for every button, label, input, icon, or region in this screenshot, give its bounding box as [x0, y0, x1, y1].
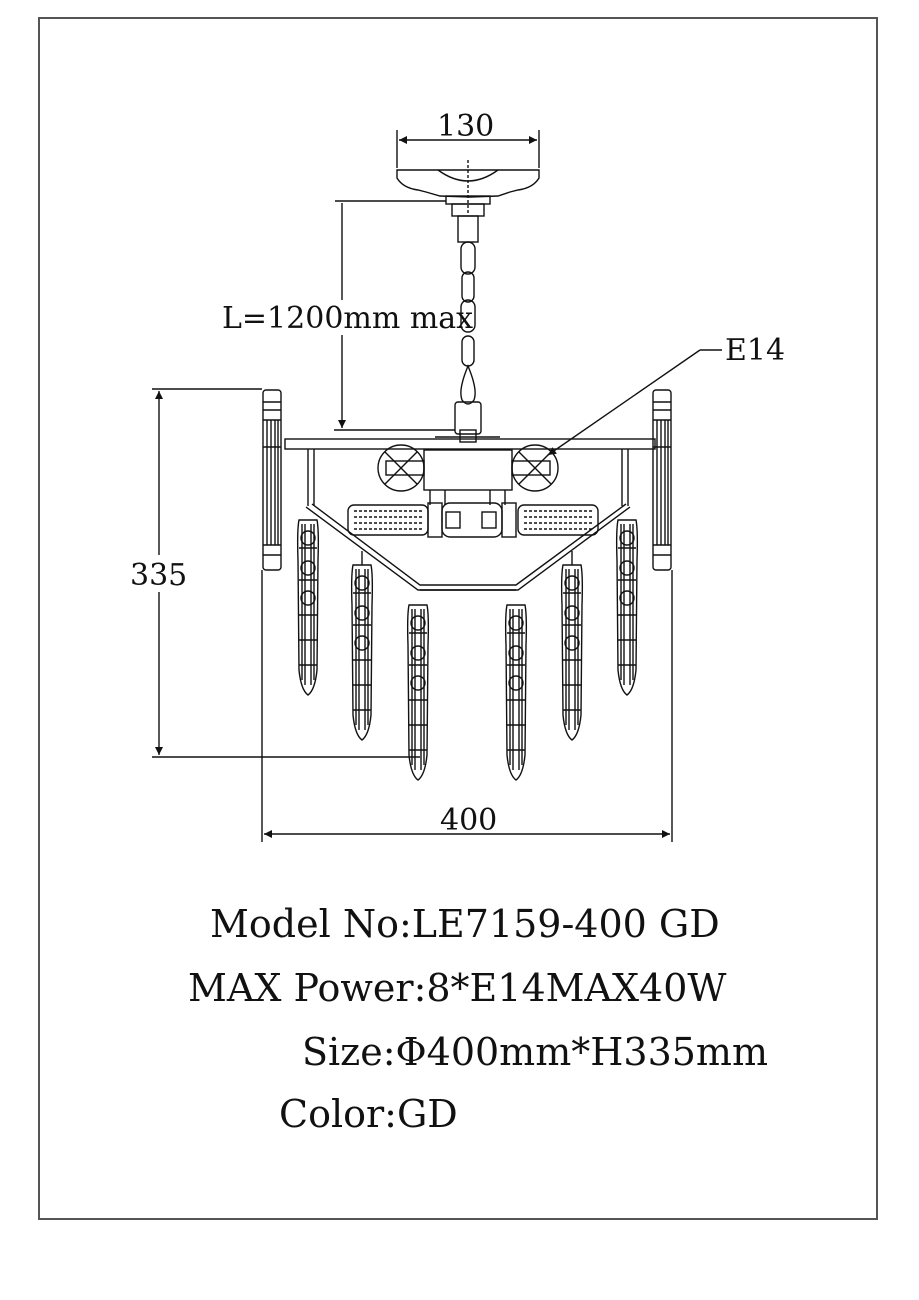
side-bar-right [652, 389, 672, 571]
side-bar-left [262, 389, 282, 571]
spec-power-key: MAX Power: [188, 966, 427, 1010]
spec-model-value: LE7159-400 GD [411, 902, 720, 946]
spec-color-value: GD [396, 1092, 458, 1136]
crystals [296, 519, 639, 781]
canopy [396, 160, 540, 243]
spec-color: Color:GD [279, 1092, 458, 1136]
canopy-width-label: 130 [437, 109, 494, 144]
diameter-label: 400 [440, 803, 497, 838]
diameter-dimension [261, 570, 673, 842]
spec-size: Size:Φ400mm*H335mm [302, 1030, 768, 1074]
drawing-frame [38, 17, 878, 1220]
spec-power: MAX Power:8*E14MAX40W [188, 966, 726, 1010]
spec-model: Model No:LE7159-400 GD [210, 902, 720, 946]
spec-model-key: Model No: [210, 902, 412, 946]
height-label: 335 [130, 558, 187, 593]
lower-frame [305, 449, 631, 591]
spec-power-value: 8*E14MAX40W [426, 966, 727, 1010]
spec-color-key: Color: [279, 1092, 397, 1136]
socket-left [377, 444, 425, 492]
spec-size-key: Size: [302, 1030, 396, 1074]
frame-bar [284, 436, 656, 491]
height-dimension [152, 388, 420, 758]
bulb-assembly [347, 490, 599, 538]
canopy-width-dimension [396, 130, 540, 168]
spec-size-value: Φ400mm*H335mm [395, 1030, 769, 1074]
chain-length-label: L=1200mm max [222, 301, 473, 336]
chain-length-dimension [334, 200, 455, 431]
chain [454, 241, 482, 443]
socket-label: E14 [725, 333, 785, 368]
socket-right [511, 444, 559, 492]
e14-leader [547, 349, 722, 456]
